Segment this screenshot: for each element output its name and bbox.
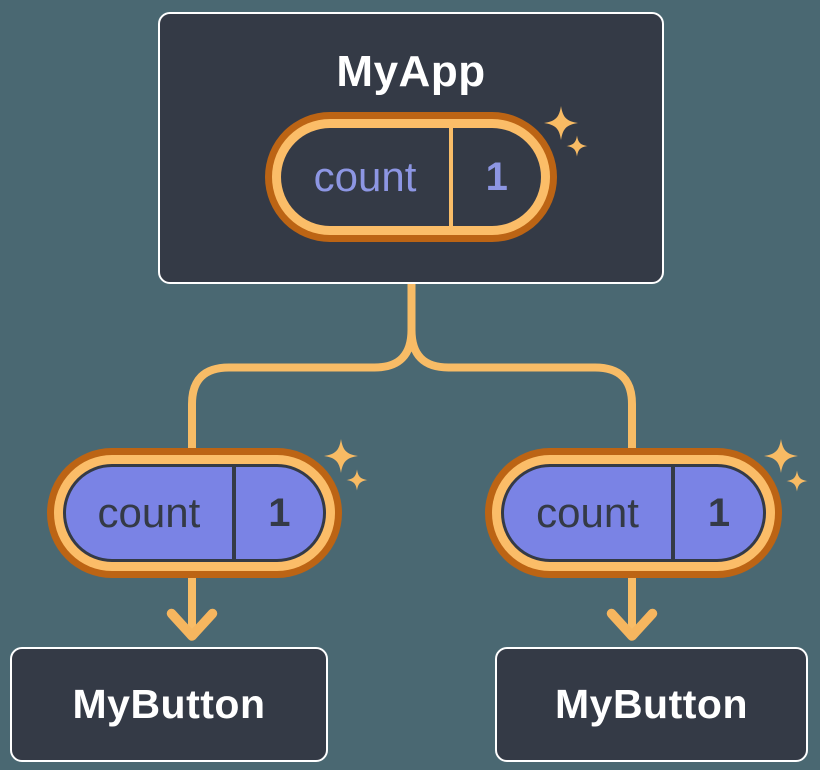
prop-pill-label: count bbox=[97, 489, 201, 536]
prop-pill-value: 1 bbox=[268, 490, 291, 535]
child-node-title: MyButton bbox=[554, 681, 748, 727]
arrow-down-icon bbox=[166, 608, 218, 641]
child-node-left: MyButton bbox=[10, 647, 328, 762]
prop-pill-ring: count 1 bbox=[492, 455, 775, 571]
pill-divider bbox=[449, 128, 453, 226]
connector-left-branch bbox=[188, 282, 416, 634]
sparkle-icon bbox=[764, 439, 808, 492]
state-pill-value: 1 bbox=[485, 154, 508, 199]
connector-right-branch bbox=[407, 282, 636, 634]
state-pill-label: count bbox=[313, 153, 417, 200]
prop-pill-right: count 1 bbox=[485, 448, 782, 578]
sparkle-icon bbox=[544, 106, 588, 157]
state-pill: count 1 bbox=[265, 112, 557, 242]
state-pill-ring: count 1 bbox=[272, 119, 550, 235]
prop-pill-value: 1 bbox=[707, 490, 731, 535]
pill-divider bbox=[231, 467, 236, 559]
child-node-right: MyButton bbox=[495, 647, 808, 762]
arrow-down-icon bbox=[606, 608, 658, 641]
prop-pill-body: count 1 bbox=[501, 464, 766, 562]
prop-pill-label: count bbox=[536, 489, 639, 536]
prop-pill-left: count 1 bbox=[47, 448, 342, 578]
child-node-title: MyButton bbox=[72, 681, 266, 727]
sparkle-icon bbox=[324, 439, 368, 491]
prop-pill-body: count 1 bbox=[63, 464, 326, 562]
root-node-title: MyApp bbox=[336, 47, 486, 96]
pill-divider bbox=[671, 467, 676, 559]
prop-pill-ring: count 1 bbox=[54, 455, 335, 571]
state-pill-body: count 1 bbox=[281, 128, 541, 226]
